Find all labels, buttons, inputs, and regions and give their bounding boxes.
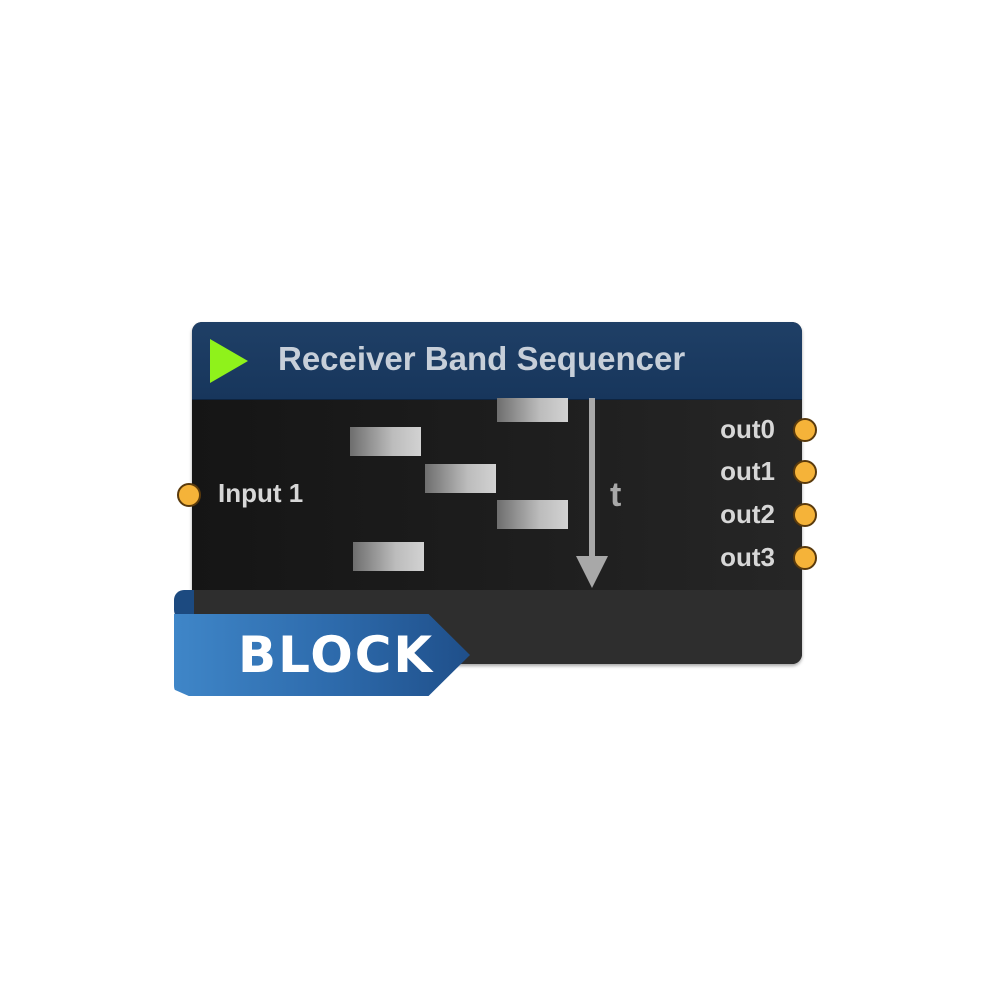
down-arrow-icon [576, 556, 608, 588]
output-port-2[interactable] [793, 503, 817, 527]
node-card[interactable]: Receiver Band Sequencer [192, 322, 802, 664]
band-bar [353, 542, 424, 571]
band-bar [497, 398, 568, 422]
output-port-label: out1 [720, 456, 775, 486]
ribbon-fold [174, 590, 194, 620]
output-port-1[interactable] [793, 460, 817, 484]
output-port-3[interactable] [793, 546, 817, 570]
band-bar [497, 500, 568, 529]
output-port-label: out0 [720, 414, 775, 444]
output-port-0[interactable] [793, 418, 817, 442]
play-icon[interactable] [210, 339, 248, 383]
block-badge [174, 614, 470, 696]
time-label: t [610, 476, 622, 514]
output-port-label: out3 [720, 542, 775, 572]
node-header[interactable]: Receiver Band Sequencer [192, 322, 802, 400]
input-port-label: Input 1 [218, 478, 304, 508]
band-bar [350, 427, 421, 456]
node-body [192, 400, 802, 590]
input-port-1[interactable] [177, 483, 201, 507]
time-arrow-shaft [589, 398, 595, 560]
output-port-label: out2 [720, 499, 775, 529]
node-title: Receiver Band Sequencer [278, 340, 686, 377]
band-bar [425, 464, 496, 493]
block-badge-label: BLOCK [238, 626, 435, 684]
